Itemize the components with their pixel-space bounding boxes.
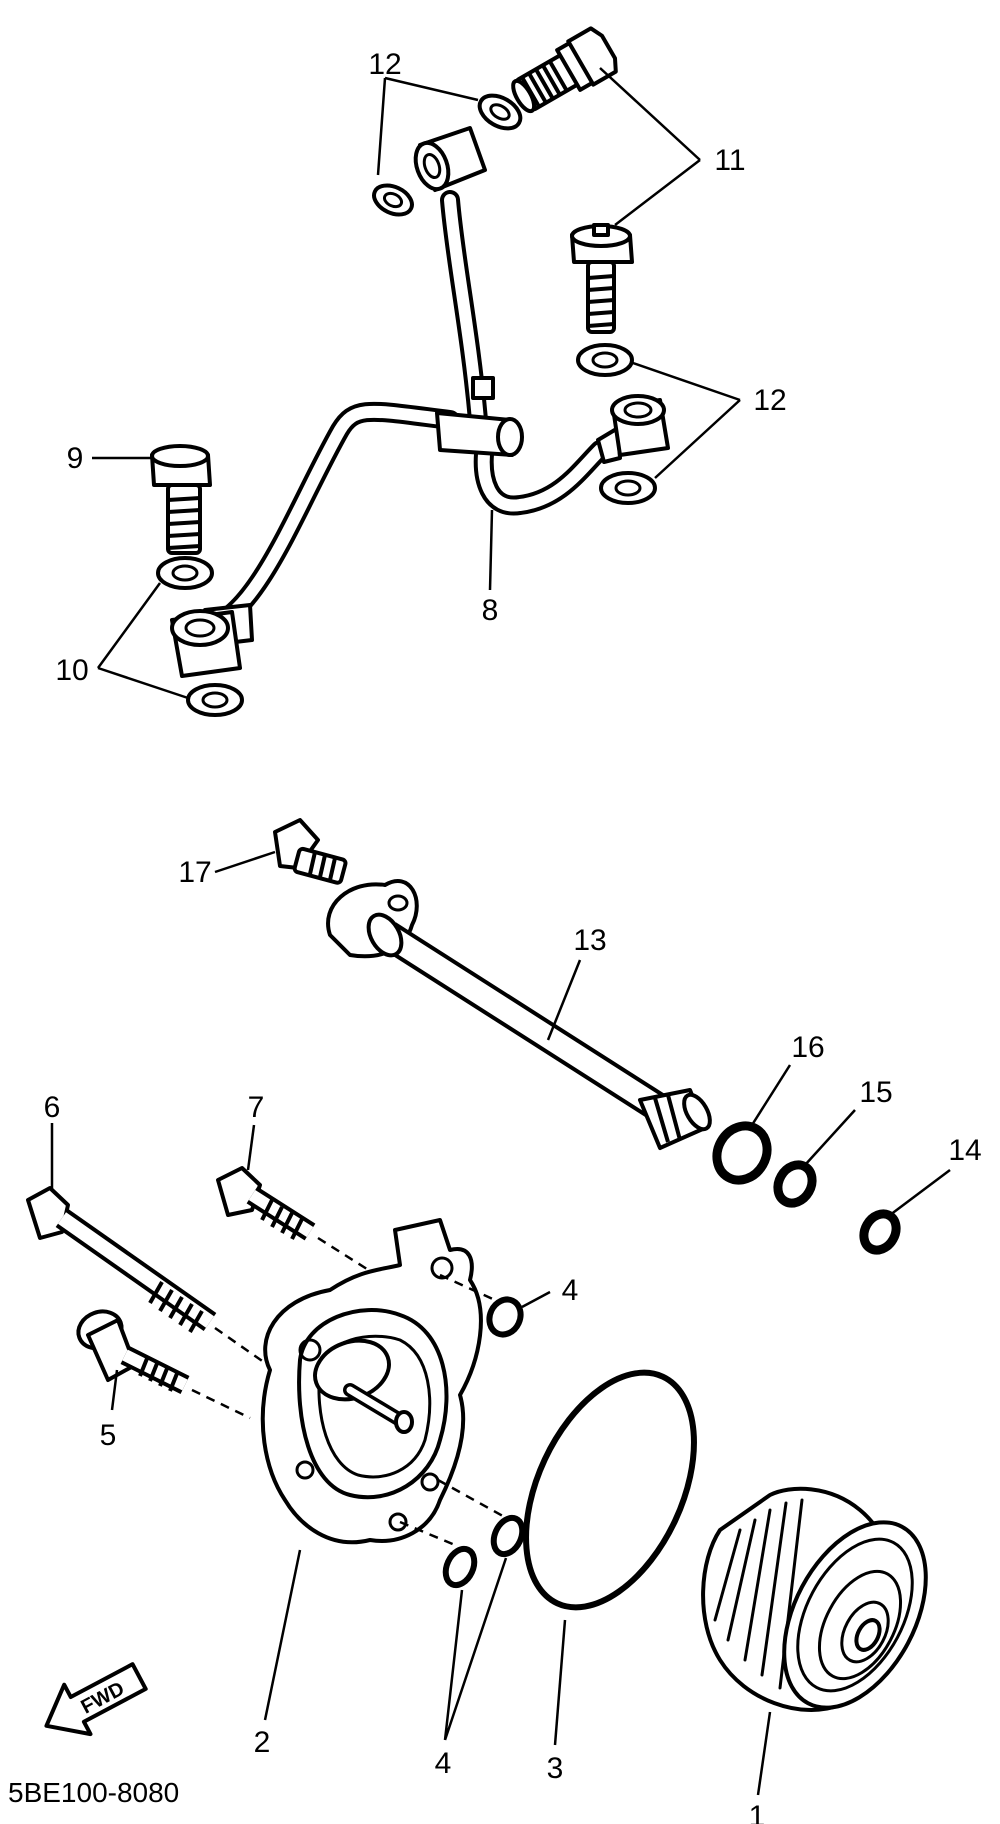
- fwd-arrow: FWD: [44, 1662, 148, 1737]
- o-ring-4-lower-right: [490, 1514, 526, 1558]
- washer-10-lower: [186, 683, 244, 717]
- callout-14: 14: [948, 1134, 981, 1167]
- pipe-right-banjo: [596, 394, 670, 464]
- callout-16: 16: [791, 1031, 824, 1064]
- callout-3: 3: [547, 1752, 564, 1785]
- washer-12-top-right: [477, 93, 523, 131]
- oil-filter-cover-assembly: [26, 1166, 928, 1712]
- callout-labels: 12 11 12 9 8 10 17 13 16 15 14 6 7 4 5 2…: [44, 48, 982, 1824]
- callout-17: 17: [178, 856, 211, 889]
- washer-12-mid-lower: [599, 471, 657, 505]
- o-ring-16: [712, 1121, 772, 1185]
- oil-filter-element: [701, 1486, 928, 1712]
- callout-15: 15: [859, 1076, 892, 1109]
- callout-6: 6: [44, 1091, 61, 1124]
- leader-lines: [50, 67, 951, 1796]
- callout-12-top: 12: [368, 48, 401, 81]
- bolt-5: [76, 1309, 251, 1420]
- pipe-top-banjo: [413, 126, 487, 192]
- bolt-17: [273, 818, 348, 885]
- callout-13: 13: [573, 924, 606, 957]
- o-ring-4-upper: [486, 1296, 524, 1338]
- callout-4-lower: 4: [435, 1747, 452, 1780]
- callout-1: 1: [749, 1800, 766, 1824]
- callout-11: 11: [714, 144, 745, 177]
- callout-7: 7: [248, 1091, 265, 1124]
- callout-4-upper: 4: [562, 1274, 579, 1307]
- oil-pipe: [202, 190, 610, 635]
- washer-12-mid-upper: [576, 343, 634, 377]
- union-bolt-lower: [570, 223, 634, 334]
- diagram-code: 5BE100-8080: [8, 1777, 179, 1808]
- callout-2: 2: [254, 1726, 271, 1759]
- oil-strainer-pipe: [273, 818, 712, 1150]
- o-ring-14: [859, 1209, 901, 1255]
- pipe-left-banjo: [170, 603, 254, 678]
- callout-5: 5: [100, 1419, 117, 1452]
- union-bolt-upper: [511, 26, 618, 114]
- oil-delivery-pipe-assembly: [150, 26, 670, 717]
- o-ring-3: [523, 1369, 697, 1611]
- callout-10: 10: [55, 654, 88, 687]
- bolt-6: [26, 1186, 269, 1367]
- union-bolt-left: [150, 444, 212, 555]
- callout-12-mid: 12: [753, 384, 786, 417]
- callout-9: 9: [67, 442, 84, 475]
- washer-12-top-left: [372, 183, 414, 217]
- bolt-7: [216, 1166, 379, 1278]
- o-ring-15: [773, 1160, 817, 1208]
- o-ring-4-lower-left: [442, 1545, 478, 1589]
- oil-filter-cover: [260, 1218, 483, 1545]
- washer-10-upper: [156, 556, 214, 590]
- callout-8: 8: [482, 594, 499, 627]
